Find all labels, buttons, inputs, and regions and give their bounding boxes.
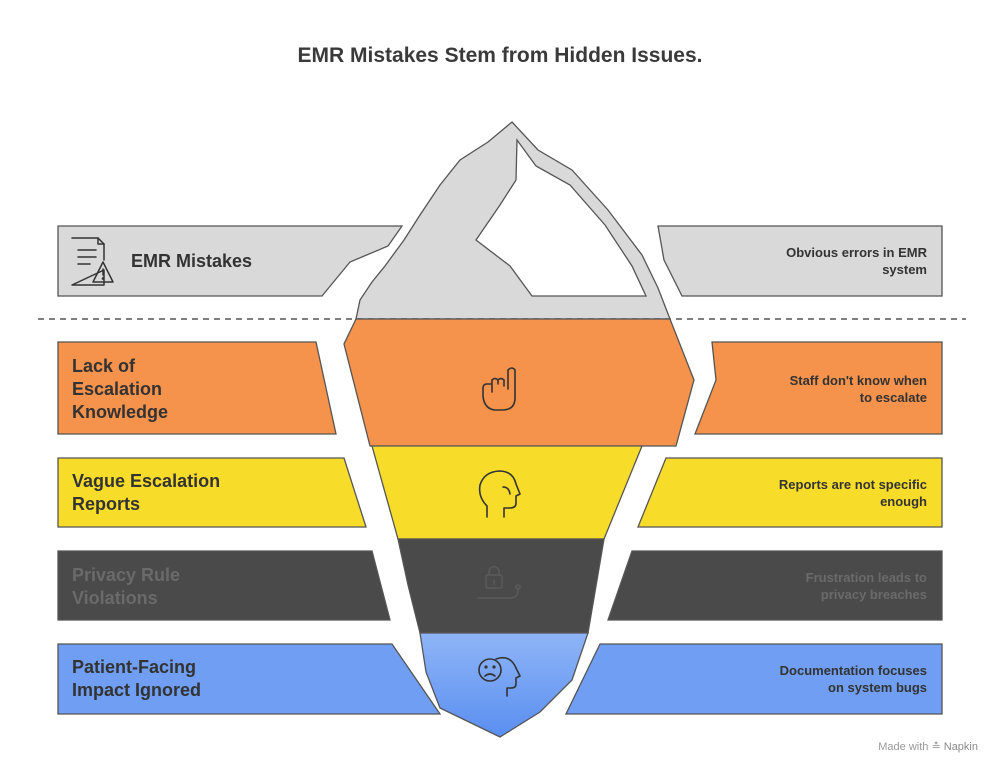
sad-face-icon	[478, 656, 521, 697]
layer-center-2	[343, 318, 695, 447]
layer-label-2: Lack of Escalation Knowledge	[72, 356, 169, 422]
document-warning-icon	[71, 237, 114, 286]
layer-description-3: Reports are not specific enough	[778, 477, 927, 509]
credit-prefix: Made with	[878, 741, 929, 753]
layer-left-bar-5	[57, 643, 442, 715]
layer-label-1: EMR Mistakes	[131, 251, 253, 271]
layer-label-5: Patient-Facing Impact Ignored	[72, 657, 202, 700]
credit-brand: Napkin	[943, 741, 978, 753]
layer-center-3	[371, 445, 643, 540]
layer-left-bar-1	[57, 225, 404, 297]
layer-left-bar-3	[57, 457, 367, 528]
padlock-icon	[477, 565, 521, 599]
napkin-credit[interactable]: Made with ≛ Napkin	[878, 740, 978, 753]
layer-left-bar-4	[57, 550, 391, 621]
layer-right-bar-4	[607, 550, 943, 621]
layer-right-bar-5	[564, 643, 943, 715]
layer-right-bar-3	[637, 457, 943, 528]
layer-description-1: Obvious errors in EMR system	[786, 245, 927, 277]
layer-description-4: Frustration leads to privacy breaches	[805, 570, 927, 602]
iceberg-highlight	[475, 138, 648, 297]
layer-right-bar-2	[694, 341, 943, 435]
napkin-logo-icon: ≛	[931, 741, 941, 753]
pointing-hand-icon	[482, 367, 516, 411]
layer-center-4	[397, 538, 605, 634]
layer-center-5	[419, 632, 589, 738]
layer-label-4: Privacy Rule Violations	[72, 565, 181, 608]
layer-description-2: Staff don't know when to escalate	[789, 373, 927, 405]
head-profile-icon	[478, 470, 521, 518]
layer-right-bar-1	[657, 225, 943, 297]
diagram-title: EMR Mistakes Stem from Hidden Issues.	[297, 44, 703, 67]
layer-label-3: Vague Escalation Reports	[72, 471, 221, 514]
layer-left-bar-2	[57, 341, 337, 435]
layer-description-5: Documentation focuses on system bugs	[779, 663, 927, 695]
